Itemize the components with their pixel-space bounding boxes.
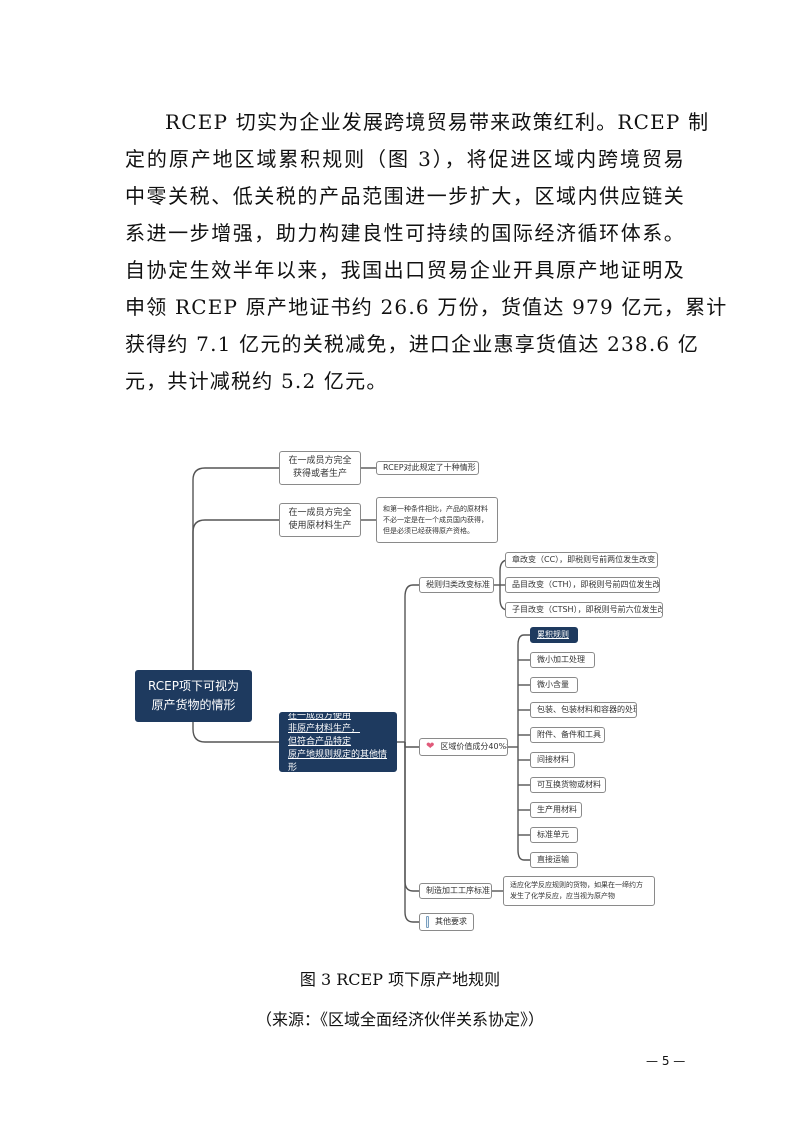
paragraph-line: 申领 RCEP 原产地证书约 26.6 万份，货值达 979 亿元，累计 [125,295,728,319]
branch-line: 但符合产品特定 [288,736,352,747]
branch-line: 在一成员方完全 [288,508,352,518]
figure-caption: 图 3 RCEP 项下原产地规则 [299,970,501,989]
branch-line: 在一成员方使用 [288,712,352,721]
paragraph-line: 系进一步增强，助力构建良性可持续的国际经济循环体系。 [125,221,685,245]
document-icon [426,916,429,928]
paragraph-line: 自协定生效半年以来，我国出口贸易企业开具原产地证明及 [125,258,685,282]
branch-line: 非原产材料生产， [288,723,361,734]
rvc-item: 微小加工处理 [530,652,595,668]
rvc-item: 标准单元 [530,827,578,843]
note-line: 发生了化学反应，应当视为原产物 [510,892,615,900]
branch-line: 使用原材料生产 [288,521,352,531]
rvc-item: 可互换货物或材料 [530,777,606,793]
branch-non-originating-materials: 在一成员方使用非原产材料生产， 但符合产品特定原产地规则规定的其他情形 [279,712,397,772]
root-line: RCEP项下可视为 [148,679,239,693]
figure-source: （来源：《区域全面经济伙伴关系协定》） [255,1010,544,1029]
heart-icon: ❤ [426,741,435,752]
paragraph-line: 获得约 7.1 亿元的关税减免，进口企业惠享货值达 238.6 亿 [125,332,700,356]
note-line: 不必一定是在一个成员国内获得， [383,515,488,524]
rvc-item-label: 累积规则 [537,630,569,639]
page-number: — 5 — [646,1054,686,1068]
processing-operation-standard: 制造加工工序标准 [419,883,492,899]
paragraph-line: 中零关税、低关税的产品范围进一步扩大，区域内供应链关 [125,184,685,208]
paragraph-line: RCEP 切实为企业发展跨境贸易带来政策红利。RCEP 制 [165,110,710,134]
paragraph-line: 元，共计减税约 5.2 亿元。 [125,369,388,393]
rvc-item: 包装、包装材料和容器的处理 [530,702,637,718]
other-label: 其他要求 [435,917,467,926]
rvc-item: 附件、备件和工具 [530,727,605,743]
paragraph-line: 定的原产地区域累积规则（图 3），将促进区域内跨境贸易 [125,147,685,171]
branch-line: 原产地规则规定的其他情形 [288,749,388,772]
rvc-item: 间接材料 [530,752,575,768]
note-materials: 和第一种条件相比，产品的原材料不必一定是在一个成员国内获得， 但是必须已经获得原产… [376,497,498,543]
tariff-item-cth: 品目改变（CTH），即税则号前四位发生改变 [505,577,660,593]
branch-fully-obtained: 在一成员方完全获得或者生产 [279,451,361,485]
note-ten-cases: RCEP对此规定了十种情形 [376,461,479,475]
body-paragraph: RCEP 切实为企业发展跨境贸易带来政策红利。RCEP 制 定的原产地区域累积规… [125,104,728,400]
note-line: 适应化学反应规则的货物，如果在一缔约方 [510,881,643,889]
root-line: 原产货物的情形 [151,698,236,712]
rvc-label: 区域价值成分40%标准 [440,742,507,751]
mindmap-root: RCEP项下可视为原产货物的情形 [135,670,252,722]
note-line: 但是必须已经获得原产资格。 [383,526,474,535]
note-chemical-reaction: 适应化学反应规则的货物，如果在一缔约方发生了化学反应，应当视为原产物 [503,876,655,906]
branch-originating-materials: 在一成员方完全使用原材料生产 [279,503,361,537]
tariff-item-cc: 章改变（CC），即税则号前两位发生改变 [505,552,658,568]
rvc-item: 直接运输 [530,852,578,868]
branch-line: 在一成员方完全 [288,456,352,466]
rvc-item-accumulation: 累积规则 [530,627,578,643]
regional-value-content-standard: ❤ 区域价值成分40%标准 [419,738,508,756]
other-requirements: 其他要求 [419,913,474,931]
tariff-item-ctsh: 子目改变（CTSH），即税则号前六位发生改变 [505,602,663,618]
tariff-classification-standard: 税则归类改变标准 [419,577,494,593]
rvc-item: 生产用材料 [530,802,582,818]
note-line: 和第一种条件相比，产品的原材料 [383,504,488,513]
branch-line: 获得或者生产 [292,469,347,479]
rvc-item: 微小含量 [530,677,578,693]
